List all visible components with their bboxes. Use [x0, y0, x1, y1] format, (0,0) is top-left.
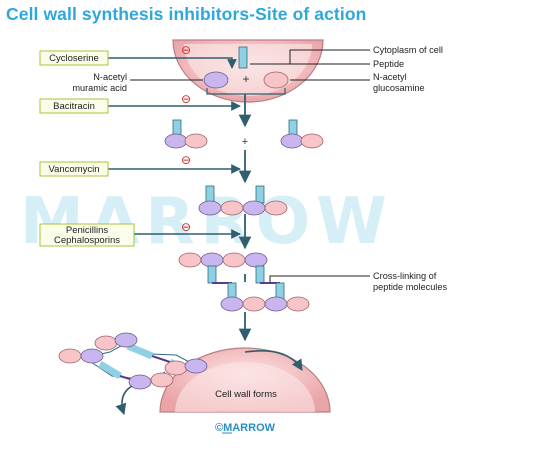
- inhibit-icon: ⊖: [181, 153, 191, 167]
- inhibit-icon: ⊖: [181, 220, 191, 234]
- watermark: MARROW: [20, 185, 393, 259]
- svg-text:Penicillins: Penicillins: [66, 225, 108, 236]
- svg-text:Bacitracin: Bacitracin: [53, 101, 95, 112]
- drug-cycloserine: Cycloserine: [39, 50, 109, 66]
- inhibition-lines: [108, 57, 241, 239]
- monomer-pair-right: [280, 119, 324, 149]
- monomer-pair-left: [164, 119, 208, 149]
- label-nam-2: muramic acid: [72, 83, 127, 93]
- svg-text:Cephalosporins: Cephalosporins: [54, 235, 120, 246]
- label-crosslink-1: Cross-linking of: [373, 271, 437, 281]
- glycan-chain-row3: [198, 185, 288, 216]
- label-lines: [130, 49, 370, 81]
- curved-arrows: [115, 350, 303, 416]
- cytoplasm-bowl: [172, 39, 324, 103]
- label-nam-1: N-acetyl: [93, 72, 127, 82]
- svg-text:Cycloserine: Cycloserine: [49, 53, 99, 64]
- plus-sign-mid: +: [242, 136, 248, 148]
- drug-bacitracin: Bacitracin: [39, 98, 109, 114]
- page-title: Cell wall synthesis inhibitors-Site of a…: [6, 4, 367, 24]
- crosslinked-chains: [178, 252, 310, 312]
- brand-logo: ©MARROW: [215, 422, 276, 434]
- drug-vancomycin: Vancomycin: [39, 161, 109, 177]
- label-crosslink-2: peptide molecules: [373, 282, 447, 292]
- inhibit-icon: ⊖: [181, 43, 191, 57]
- cell-wall-forms-label: Cell wall forms: [215, 389, 277, 400]
- label-peptide: Peptide: [373, 59, 404, 69]
- plus-sign-top: +: [242, 72, 249, 86]
- nam-monomer-top: [203, 46, 248, 89]
- label-nag-1: N-acetyl: [373, 72, 407, 82]
- nag-monomer-top: [263, 71, 289, 89]
- label-nag-2: glucosamine: [373, 83, 425, 93]
- inhibit-icon: ⊖: [181, 92, 191, 106]
- drug-penicillins-cephalosporins: Penicillins Cephalosporins: [39, 223, 135, 247]
- crosslink-label-line: [269, 275, 370, 282]
- peptidoglycan-mesh: [58, 332, 208, 390]
- inhibition-markers: ⊖ ⊖ ⊖ ⊖: [181, 43, 191, 234]
- label-cytoplasm: Cytoplasm of cell: [373, 45, 443, 55]
- svg-text:Vancomycin: Vancomycin: [48, 164, 99, 175]
- join-bracket: [206, 88, 286, 95]
- cell-dome: [159, 347, 331, 413]
